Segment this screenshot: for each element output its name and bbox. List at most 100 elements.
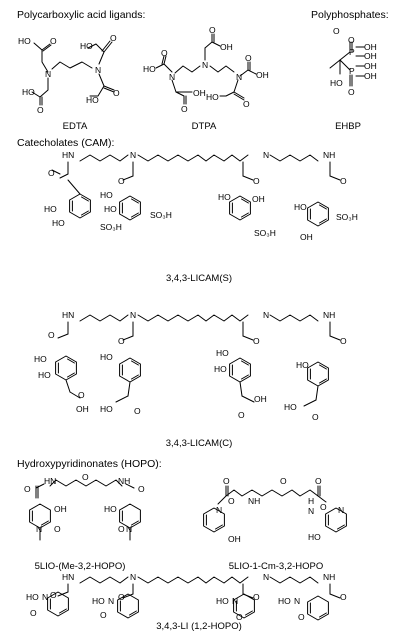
atom-label: SO₃H <box>336 212 358 222</box>
atom-label: NH <box>323 310 335 320</box>
atom-label: HO <box>308 532 321 542</box>
atom-label: SO₃H <box>100 222 122 232</box>
atom-label: O <box>118 524 125 534</box>
atom-label: SO₃H <box>254 228 276 238</box>
structure-licam-s: HN N N NH O O O O HO HO SO₃H HO HO SO₃H … <box>44 150 358 242</box>
structure-5lio-cm: O NH O H N O N O OH N O HO <box>203 476 347 544</box>
atom-label: HO <box>104 504 117 514</box>
section-heading-catecholates: Catecholates (CAM): <box>17 137 115 149</box>
atom-label: O <box>100 610 107 620</box>
compound-name-ehbp: EHBP <box>335 121 361 132</box>
atom-label: N <box>45 69 51 79</box>
atom-label: O <box>333 26 340 36</box>
atom-label: HO <box>100 190 113 200</box>
atom-label: H <box>308 496 314 506</box>
atom-label: HO <box>104 204 117 214</box>
atom-label: O <box>37 105 44 115</box>
atom-label: HO <box>92 596 105 606</box>
atom-label: OH <box>364 61 377 71</box>
atom-label: HO <box>296 360 309 370</box>
atom-label: HO <box>100 352 113 362</box>
atom-label: HO <box>38 370 51 380</box>
atom-label: N <box>338 505 344 515</box>
atom-label: HO <box>86 95 99 105</box>
atom-label: O <box>181 104 188 114</box>
atom-label: O <box>253 592 260 602</box>
atom-label: O <box>78 390 85 400</box>
atom-label: NH <box>118 476 130 486</box>
atom-label: NH <box>323 572 335 582</box>
atom-label: N <box>232 596 238 606</box>
section-heading-hopo: Hydroxypyridinonates (HOPO): <box>17 458 162 470</box>
compound-name-edta: EDTA <box>62 121 88 132</box>
atom-label: O <box>118 336 125 346</box>
compound-name-licam-c: 3,4,3-LICAM(C) <box>165 438 233 449</box>
atom-label: NH <box>248 496 260 506</box>
atom-label: HN <box>62 310 74 320</box>
atom-label: O <box>228 496 235 506</box>
atom-label: O <box>134 406 141 416</box>
atom-label: HO <box>143 64 156 74</box>
atom-label: O <box>82 472 89 482</box>
atom-label: HO <box>216 596 229 606</box>
atom-label: HO <box>22 87 35 97</box>
atom-label: O <box>48 168 55 178</box>
structure-dtpa: N N N OH O HO O O OH OH O HO O <box>143 25 269 114</box>
atom-label: N <box>236 72 242 82</box>
atom-label: HO <box>34 354 47 364</box>
atom-label: OH <box>54 504 67 514</box>
structure-5lio-me: O HN O NH O OH HO O O N N <box>24 472 145 541</box>
atom-label: O <box>113 88 120 98</box>
atom-label: N <box>95 65 101 75</box>
compound-name-5lio-cm: 5LIO-1-Cm-3,2-HOPO <box>228 561 324 572</box>
atom-label: O <box>138 484 145 494</box>
atom-label: HO <box>330 78 343 88</box>
atom-label: O <box>340 176 347 186</box>
atom-label: O <box>236 612 243 622</box>
atom-label: O <box>30 608 37 618</box>
compound-name-dtpa: DTPA <box>191 121 217 132</box>
atom-label: HO <box>80 41 93 51</box>
atom-label: OH <box>364 51 377 61</box>
atom-label: O <box>110 33 117 43</box>
atom-label: SO₃H <box>150 210 172 220</box>
atom-label: N <box>202 60 208 70</box>
atom-label: HO <box>294 202 307 212</box>
atom-label: N <box>263 572 269 582</box>
structure-ehbp: O O P OH OH P OH OH HO O <box>329 26 377 97</box>
atom-label: OH <box>256 70 269 80</box>
atom-label: O <box>253 176 260 186</box>
atom-label: OH <box>364 71 377 81</box>
atom-label: N <box>36 524 42 534</box>
atom-label: O <box>223 476 230 486</box>
atom-label: O <box>315 476 322 486</box>
atom-label: O <box>320 502 327 512</box>
atom-label: O <box>340 592 347 602</box>
atom-label: HO <box>284 402 297 412</box>
atom-label: O <box>348 35 355 45</box>
atom-label: N <box>263 310 269 320</box>
atom-label: HO <box>218 192 231 202</box>
atom-label: N <box>263 150 269 160</box>
atom-label: P <box>349 66 355 76</box>
atom-label: N <box>169 72 175 82</box>
compound-name-licam-s: 3,4,3-LICAM(S) <box>166 273 232 284</box>
compound-name-5lio-me: 5LIO-(Me-3,2-HOPO) <box>34 561 126 572</box>
atom-label: O <box>312 412 319 422</box>
atom-label: O <box>280 476 287 486</box>
atom-label: OH <box>364 42 377 52</box>
atom-label: HN <box>62 150 74 160</box>
atom-label: O <box>24 484 31 494</box>
atom-label: O <box>245 53 252 63</box>
atom-label: O <box>253 336 260 346</box>
atom-label: HO <box>214 364 227 374</box>
atom-label: HO <box>18 36 31 46</box>
atom-label: OH <box>228 534 241 544</box>
atom-label: HO <box>278 596 291 606</box>
atom-label: O <box>118 176 125 186</box>
atom-label: HO <box>216 348 229 358</box>
atom-label: OH <box>252 194 265 204</box>
atom-label: O <box>50 36 57 46</box>
atom-label: O <box>48 330 55 340</box>
